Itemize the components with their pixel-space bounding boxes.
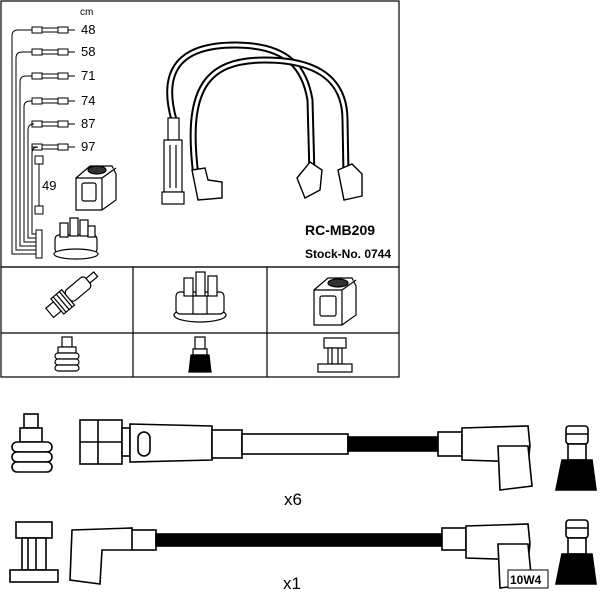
plug-boot-icon [437, 425, 533, 491]
length-label: 74 [81, 93, 95, 108]
length-label: 87 [81, 116, 95, 131]
coil-terminal-icon [9, 521, 59, 583]
component-grid [0, 266, 400, 378]
plug-terminal-icon [11, 413, 53, 473]
ignition-coil-icon [75, 165, 117, 211]
plug-lead-quantity: x6 [284, 490, 302, 509]
plug-end-terminal-icon [555, 425, 597, 491]
distributor-connector-icon [161, 117, 185, 205]
coil-lead-assembly [9, 519, 597, 589]
coil-terminal-icon [317, 337, 353, 373]
distributor-cap-icon [53, 217, 99, 260]
distributor-cap-icon [173, 271, 227, 323]
length-label: 71 [81, 68, 95, 83]
plug-boot-icon [191, 161, 363, 201]
unit-label: cm [80, 7, 93, 18]
coil-lead-length-label: 49 [42, 178, 56, 193]
length-label: 97 [81, 139, 95, 154]
length-labels: cm 48 58 71 74 87 97 49 [42, 7, 95, 193]
brand-logo-text: 10W4 [510, 573, 542, 587]
brand-logo: 10W4 [507, 569, 549, 589]
distributor-connector-icon [79, 419, 349, 465]
product-code: RC-MB209 [305, 222, 375, 238]
length-schematic [11, 26, 75, 259]
lead-set-illustration [166, 41, 350, 180]
coil-lead-quantity: x1 [283, 574, 301, 593]
cap-terminal-icon [188, 336, 212, 373]
stock-number: Stock-No. 0744 [305, 247, 391, 261]
spark-plug-icon [44, 271, 99, 319]
length-label: 48 [81, 22, 95, 37]
plug-end-terminal-icon [555, 519, 597, 585]
ignition-coil-icon [313, 277, 357, 326]
plug-lead-assembly [11, 413, 597, 491]
length-label: 58 [81, 44, 95, 59]
coil-boot-icon [69, 527, 157, 585]
plug-terminal-icon [54, 336, 80, 372]
